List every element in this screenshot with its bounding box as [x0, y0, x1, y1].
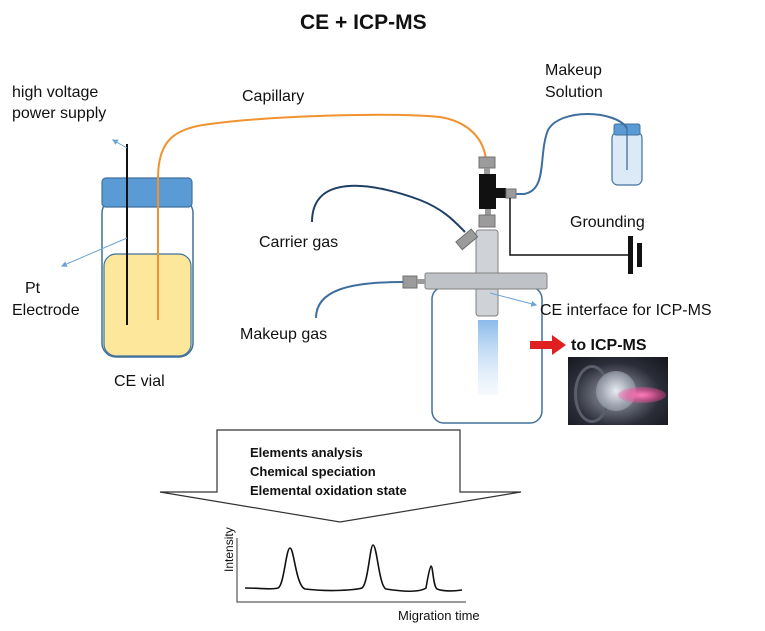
- carrier-gas-line: [311, 184, 466, 233]
- makeup-gas-bar: [424, 272, 548, 290]
- icp-ms-photo: [568, 357, 668, 425]
- spray-plume: [478, 320, 498, 395]
- power-supply-label-2: power supply: [12, 105, 107, 122]
- outcome-item-1: Elements analysis: [250, 445, 363, 460]
- arrow-shaft: [530, 341, 552, 349]
- carrier-gas-fitting: [455, 228, 479, 251]
- makeup-gas-stub: [417, 279, 425, 284]
- interface-pointer: [489, 292, 538, 307]
- outcome-item-3: Elemental oxidation state: [250, 483, 407, 498]
- makeup-solution-label-1: Makeup: [545, 62, 602, 79]
- makeup-gas-line: [315, 281, 404, 319]
- makeup-solution-label-2: Solution: [545, 84, 603, 101]
- makeup-solution-tubing: [512, 113, 628, 195]
- grounding-wire: [509, 198, 630, 256]
- lower-fitting-stub: [485, 209, 491, 215]
- ce-vial-label: CE vial: [114, 373, 165, 390]
- side-fitting: [505, 188, 517, 199]
- chart-axes: [236, 538, 466, 603]
- carrier-gas-label: Carrier gas: [259, 234, 339, 251]
- power-supply-label-1: high voltage: [12, 84, 99, 101]
- t-piece-arm: [496, 188, 506, 198]
- top-fitting: [478, 156, 496, 169]
- pt-electrode-label-1: Pt: [25, 280, 41, 297]
- capillary-label: Capillary: [242, 88, 305, 105]
- page-title: CE + ICP-MS: [300, 11, 427, 34]
- top-fitting-stub: [484, 168, 490, 174]
- power-supply-pointer: [111, 139, 128, 149]
- chart-x-label: Migration time: [398, 608, 480, 623]
- makeup-gas-label: Makeup gas: [240, 326, 328, 343]
- vial-cap: [101, 177, 193, 208]
- ce-interface-label: CE interface for ICP-MS: [540, 302, 712, 319]
- electropherogram-trace: [244, 544, 463, 592]
- photo-plasma-glow: [618, 387, 666, 403]
- pt-electrode-label-2: Electrode: [12, 302, 80, 319]
- vial-solution: [103, 253, 192, 357]
- capillary-tube: [157, 113, 487, 320]
- grounding-label: Grounding: [570, 214, 645, 231]
- lower-fitting: [478, 214, 496, 228]
- chart-y-label: Intensity: [222, 527, 236, 572]
- to-icp-ms-label: to ICP-MS: [571, 337, 647, 354]
- ground-plate-2: [637, 243, 642, 267]
- pt-electrode-pointer: [60, 237, 128, 267]
- arrow-head: [552, 335, 566, 355]
- outcome-item-2: Chemical speciation: [250, 464, 376, 479]
- carrier-gas-fitting-block: [455, 228, 479, 251]
- to-icp-ms-arrow: [530, 335, 566, 355]
- ground-plate-1: [628, 236, 633, 274]
- outcome-arrow: [159, 429, 522, 523]
- makeup-gas-fitting: [402, 275, 418, 289]
- ce-vial: [101, 177, 194, 358]
- t-piece: [479, 174, 496, 209]
- makeup-solution-bottle: [611, 123, 643, 186]
